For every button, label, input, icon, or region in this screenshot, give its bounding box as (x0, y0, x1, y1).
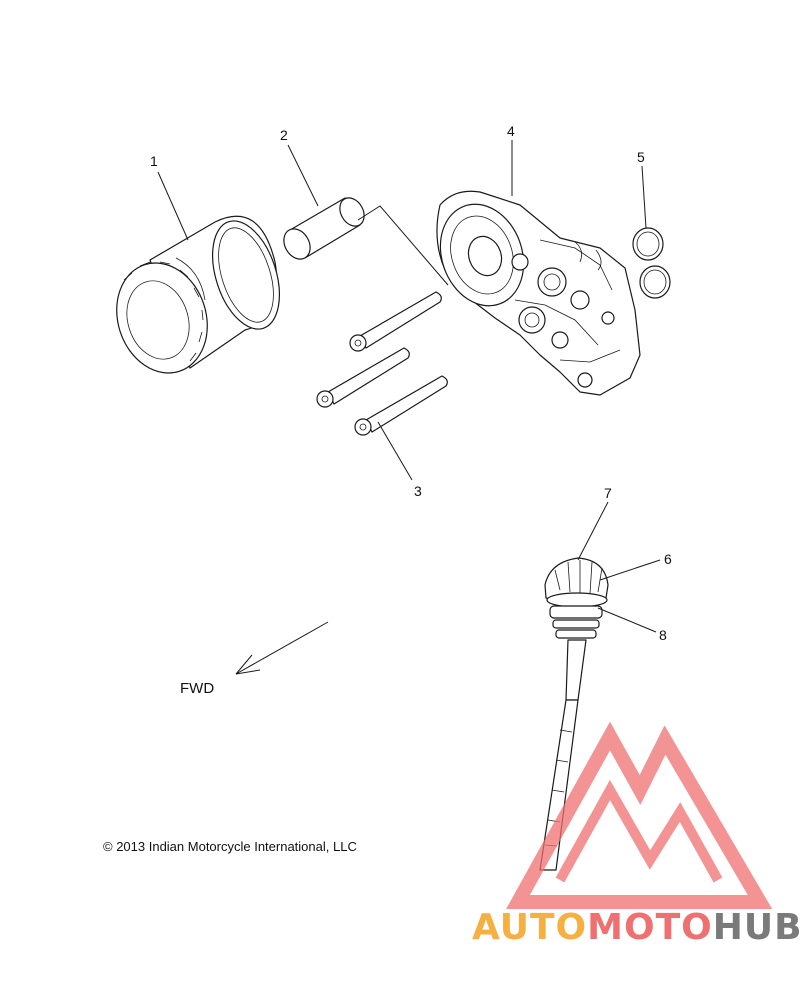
fwd-label: FWD (180, 680, 214, 697)
callout-3: 3 (414, 483, 422, 499)
bolts-part (316, 291, 448, 436)
oil-filter-adapter-housing (436, 190, 641, 396)
copyright-notice: © 2013 Indian Motorcycle International, … (103, 839, 357, 854)
dipstick-assembly (539, 557, 609, 871)
forward-arrow-icon (235, 621, 329, 675)
callout-1: 1 (150, 153, 158, 169)
watermark-triangle-icon (506, 721, 773, 909)
watermark-wordmark: AUTOMOTOHUB (472, 907, 800, 948)
watermark-part-hub: HUB (713, 907, 800, 948)
callout-6: 6 (664, 551, 672, 567)
o-rings-part (632, 227, 671, 299)
oil-filter-part (116, 215, 280, 374)
callout-8: 8 (659, 627, 667, 643)
callout-5: 5 (637, 149, 645, 165)
watermark-part-auto: AUTO (472, 907, 587, 948)
sleeve-part (283, 197, 365, 260)
leader-lines (157, 140, 661, 633)
callout-2: 2 (280, 127, 288, 143)
automotohub-watermark-logo (506, 721, 773, 909)
callout-7: 7 (604, 485, 612, 501)
watermark-part-moto: MOTO (587, 907, 713, 948)
callout-4: 4 (507, 123, 515, 139)
